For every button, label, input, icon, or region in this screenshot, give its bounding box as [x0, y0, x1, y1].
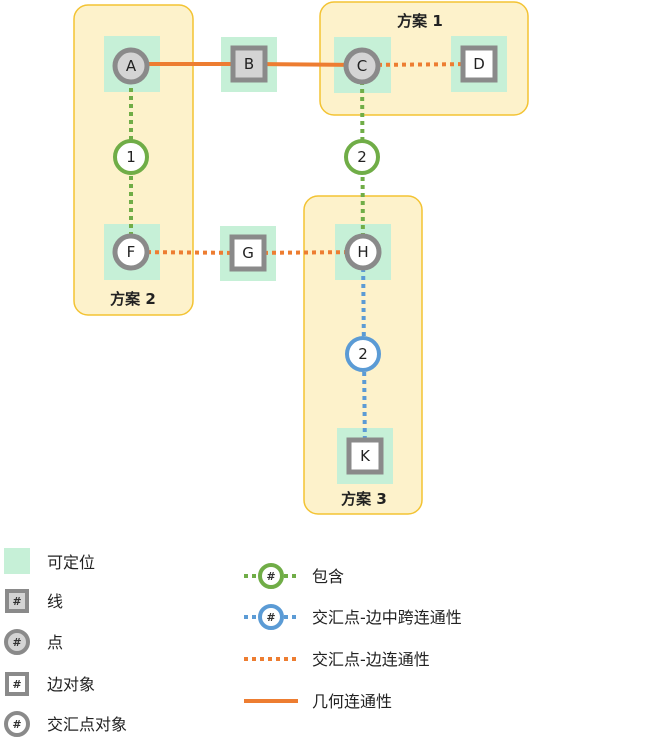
scheme-2-title: 方案 2	[110, 290, 156, 308]
svg-text:B: B	[244, 55, 254, 73]
svg-text:交汇点-边连通性: 交汇点-边连通性	[312, 650, 430, 669]
svg-text:交汇点-边中跨连通性: 交汇点-边中跨连通性	[312, 608, 462, 627]
svg-text:边对象: 边对象	[47, 675, 95, 694]
edge-node-B[interactable]: B	[230, 45, 268, 83]
svg-text:1: 1	[126, 148, 136, 166]
svg-text:线: 线	[47, 592, 63, 611]
svg-text:#: #	[12, 718, 21, 731]
containment-C-H	[360, 64, 365, 253]
legend-junction-edge-midspan: # 交汇点-边中跨连通性	[244, 604, 462, 630]
svg-text:F: F	[127, 243, 136, 261]
svg-text:#: #	[266, 570, 275, 583]
junction-edge-C-D	[361, 62, 480, 67]
svg-text:点: 点	[47, 633, 63, 652]
edge-node-K[interactable]: K	[346, 437, 384, 475]
scheme-3-title: 方案 3	[341, 490, 387, 508]
svg-text:#: #	[12, 636, 21, 649]
legend-line: # 线	[5, 589, 63, 613]
junction-edge-G-H	[247, 250, 364, 255]
midspan-H-K	[361, 251, 367, 457]
svg-text:2: 2	[358, 345, 368, 363]
svg-text:#: #	[12, 678, 21, 691]
svg-text:交汇点对象: 交汇点对象	[47, 715, 127, 734]
scheme-1-title: 方案 1	[397, 12, 443, 30]
edge-node-D[interactable]: D	[460, 45, 498, 83]
svg-text:K: K	[360, 447, 371, 465]
legend-junction-object: # 交汇点对象	[4, 711, 127, 737]
midspan-marker-2: 2	[345, 336, 381, 372]
svg-text:H: H	[357, 243, 368, 261]
svg-text:包含: 包含	[312, 567, 344, 586]
svg-text:A: A	[126, 57, 137, 75]
junction-node-H[interactable]: H	[344, 233, 382, 271]
svg-text:#: #	[266, 611, 275, 624]
containment-marker-1: 1	[113, 139, 149, 175]
svg-text:C: C	[357, 57, 367, 75]
junction-node-F[interactable]: F	[112, 233, 150, 271]
junction-edge-F-G	[130, 250, 249, 255]
containment-marker-2: 2	[344, 139, 380, 175]
geometric-B-C	[248, 62, 363, 67]
junction-node-A[interactable]: A	[112, 47, 150, 85]
legend-edge-object: # 边对象	[5, 672, 95, 696]
svg-text:2: 2	[357, 148, 367, 166]
legend-point: # 点	[4, 629, 63, 655]
svg-text:几何连通性: 几何连通性	[312, 692, 392, 711]
legend-geometric: 几何连通性	[244, 692, 392, 711]
svg-text:G: G	[242, 244, 254, 262]
svg-text:D: D	[473, 55, 485, 73]
edge-node-G[interactable]: G	[229, 234, 267, 272]
legend-junction-edge: 交汇点-边连通性	[244, 650, 430, 669]
junction-node-C[interactable]: C	[343, 47, 381, 85]
svg-text:可定位: 可定位	[47, 553, 95, 572]
legend-locatable: 可定位	[4, 548, 95, 574]
svg-text:#: #	[12, 595, 21, 608]
legend-containment: # 包含	[244, 563, 344, 589]
